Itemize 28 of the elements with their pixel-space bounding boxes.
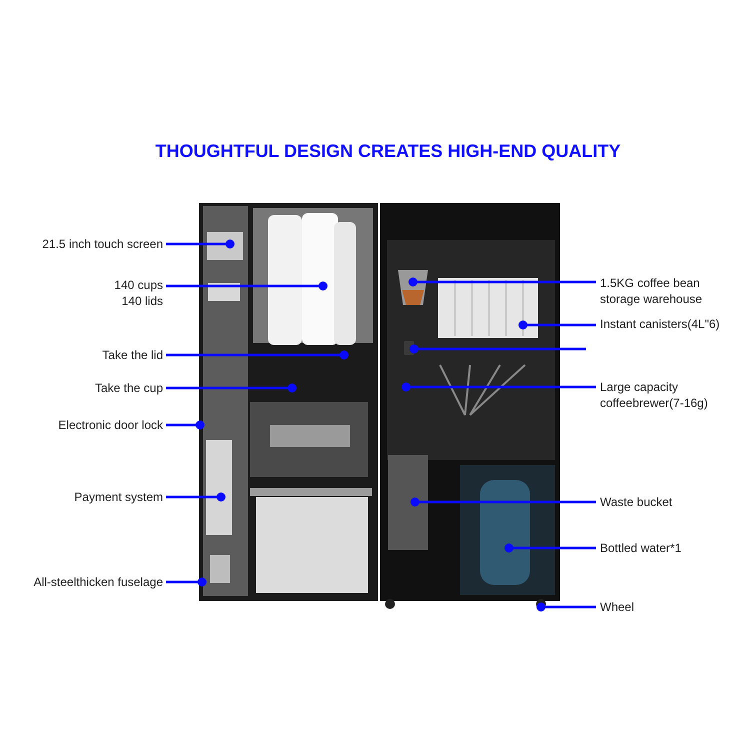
part-label: Large capacity coffeebrewer(7-16g) — [600, 379, 709, 411]
part-label: 140 cups 140 lids — [113, 277, 163, 309]
leader-line — [402, 382, 596, 392]
leader-line — [166, 240, 234, 248]
leader-line — [518, 320, 596, 330]
part-label: Instant canisters(4L"6) — [600, 316, 721, 332]
leader-line — [410, 498, 596, 506]
leader-line — [408, 278, 596, 286]
leader-line — [166, 420, 204, 430]
part-label: 1.5KG coffee bean storage warehouse — [600, 275, 704, 307]
leader-line — [410, 344, 586, 354]
part-label: Take the lid — [101, 347, 163, 363]
leader-line — [536, 602, 596, 612]
part-label: All-steelthicken fuselage — [32, 574, 163, 590]
title: THOUGHTFUL DESIGN CREATES HIGH-END QUALITY — [154, 140, 622, 163]
leader-line — [166, 384, 296, 392]
part-label: Wheel — [600, 599, 636, 615]
part-label: Bottled water*1 — [600, 540, 682, 556]
leader-line — [166, 282, 328, 290]
part-label: 21.5 inch touch screen — [41, 236, 163, 252]
leader-line — [166, 350, 348, 360]
leader-line — [504, 544, 596, 552]
leader-line — [166, 578, 206, 586]
leader-line — [166, 492, 226, 502]
part-label: Take the cup — [94, 380, 163, 396]
part-label: Waste bucket — [600, 494, 674, 510]
part-label: Electronic door lock — [57, 417, 163, 433]
part-label: Payment system — [73, 489, 163, 505]
